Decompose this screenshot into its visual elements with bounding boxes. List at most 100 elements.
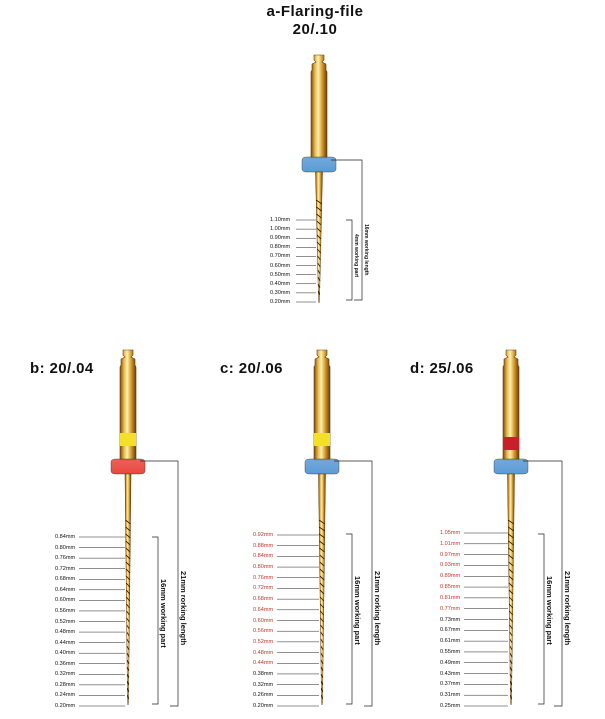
figure-title-line1: a-Flaring-file bbox=[266, 3, 364, 20]
tick-label: 0.72mm bbox=[253, 585, 274, 592]
tick-label: 0.24mm bbox=[55, 692, 76, 699]
flute-line bbox=[126, 631, 130, 637]
panel-d-title: d: 25/.06 bbox=[410, 360, 474, 377]
flute-line bbox=[126, 596, 130, 602]
flute-line bbox=[125, 568, 131, 574]
flute-line bbox=[317, 276, 321, 282]
flute-line bbox=[318, 519, 326, 525]
tick-label: 0.52mm bbox=[55, 618, 76, 625]
flute-line bbox=[509, 687, 513, 693]
tick-label: 0.77mm bbox=[440, 605, 461, 612]
flute-line bbox=[126, 666, 130, 672]
tick-label: 0.80mm bbox=[253, 564, 274, 571]
flute-line bbox=[125, 582, 131, 588]
panel-b-title: b: 20/.04 bbox=[30, 360, 94, 377]
flute-line bbox=[509, 694, 513, 700]
flute-line bbox=[319, 547, 325, 553]
flute-line bbox=[317, 283, 321, 289]
tick-label: 0.70mm bbox=[270, 253, 291, 260]
rubber-stopper bbox=[304, 458, 340, 475]
flute-line bbox=[508, 575, 514, 581]
tick-label: 0.31mm bbox=[440, 692, 461, 699]
tick-label: 0.48mm bbox=[253, 649, 274, 656]
tick-label: 0.67mm bbox=[440, 627, 461, 634]
flute-line bbox=[318, 526, 326, 532]
color-band bbox=[503, 437, 519, 450]
tick-label: 0.40mm bbox=[55, 650, 76, 657]
flute-line bbox=[126, 659, 130, 665]
flute-line bbox=[509, 680, 513, 686]
flute-line bbox=[320, 666, 324, 672]
flute-line bbox=[509, 631, 513, 637]
tick-label: 0.93mm bbox=[440, 562, 461, 569]
flute-line bbox=[319, 561, 325, 567]
flute-line bbox=[317, 290, 321, 296]
flute-line bbox=[320, 673, 324, 679]
flute-line bbox=[315, 199, 323, 205]
tick-label: 0.85mm bbox=[440, 584, 461, 591]
flute-line bbox=[126, 652, 130, 658]
tick-label: 0.48mm bbox=[55, 629, 76, 636]
tick-label: 0.36mm bbox=[55, 660, 76, 667]
tick-label: 0.80mm bbox=[55, 544, 76, 551]
tick-label: 0.60mm bbox=[55, 597, 76, 604]
tick-label: 0.32mm bbox=[55, 671, 76, 678]
flute-line bbox=[509, 673, 513, 679]
flute-line bbox=[125, 561, 131, 567]
tick-label: 0.92mm bbox=[253, 532, 274, 538]
tick-label: 0.76mm bbox=[55, 555, 76, 562]
flute-line bbox=[508, 610, 514, 616]
rubber-stopper bbox=[301, 156, 337, 173]
tick-label: 1.10mm bbox=[270, 217, 291, 223]
flute-line bbox=[125, 547, 131, 553]
flute-line bbox=[126, 638, 130, 644]
flute-line bbox=[316, 213, 322, 219]
flute-line bbox=[509, 617, 513, 623]
flute-line bbox=[125, 575, 131, 581]
flute-line bbox=[319, 596, 325, 602]
flute-line bbox=[316, 241, 322, 247]
flute-line bbox=[319, 568, 325, 574]
tick-label: 0.56mm bbox=[55, 607, 76, 614]
tick-label: 0.90mm bbox=[270, 235, 291, 242]
flute-line bbox=[316, 227, 322, 233]
flute-line bbox=[126, 603, 130, 609]
figure-title: a-Flaring-file 20/.10 bbox=[215, 3, 415, 38]
flute-line bbox=[125, 589, 131, 595]
working-length-bracket bbox=[523, 460, 563, 707]
tick-label: 0.52mm bbox=[253, 638, 274, 645]
tick-label: 0.61mm bbox=[440, 638, 461, 645]
flute-line bbox=[126, 610, 130, 616]
flute-line bbox=[320, 652, 324, 658]
tick-label: 0.60mm bbox=[253, 617, 274, 624]
tick-label: 0.28mm bbox=[55, 681, 76, 688]
flute-line bbox=[320, 631, 324, 637]
flute-line bbox=[319, 554, 325, 560]
flute-line bbox=[509, 645, 513, 651]
flute-line bbox=[317, 255, 321, 261]
flute-line bbox=[316, 248, 322, 254]
flute-line bbox=[319, 533, 325, 539]
working-length-bracket bbox=[140, 460, 179, 707]
working-part-bracket bbox=[538, 533, 545, 705]
color-band bbox=[314, 433, 330, 446]
flute-line bbox=[508, 589, 514, 595]
tick-label: 0.38mm bbox=[253, 670, 274, 677]
tick-label: 0.81mm bbox=[440, 594, 461, 601]
tick-label: 0.32mm bbox=[253, 681, 274, 688]
flute-line bbox=[320, 638, 324, 644]
flute-line bbox=[508, 568, 514, 574]
tick-label: 0.56mm bbox=[253, 628, 274, 635]
flute-line bbox=[320, 617, 324, 623]
flute-line bbox=[126, 680, 130, 686]
flute-line bbox=[509, 659, 513, 665]
flute-line bbox=[125, 526, 131, 532]
panel-c-title: c: 20/.06 bbox=[220, 360, 283, 377]
flute-line bbox=[509, 624, 513, 630]
working-part-bracket bbox=[346, 219, 353, 301]
tick-label: 0.64mm bbox=[55, 586, 76, 593]
tick-label: 0.60mm bbox=[270, 262, 291, 269]
tick-label: 0.49mm bbox=[440, 659, 461, 666]
